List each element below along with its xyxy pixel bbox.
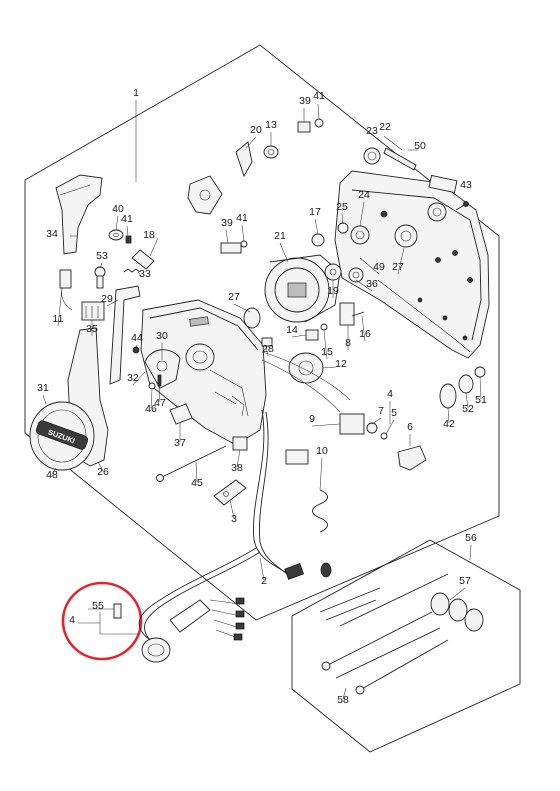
part-label-50: 50 xyxy=(414,140,426,152)
part-label-16: 16 xyxy=(359,328,371,340)
part-label-41a: 41 xyxy=(313,90,325,102)
part-label-12: 12 xyxy=(335,358,347,370)
control-housing xyxy=(140,299,267,446)
part-label-29: 29 xyxy=(101,293,113,305)
part-label-18: 18 xyxy=(143,229,155,241)
main-frame xyxy=(24,44,500,621)
part-label-32: 32 xyxy=(127,372,139,384)
part-label-33: 33 xyxy=(139,268,151,280)
part-label-22: 22 xyxy=(379,121,391,133)
accessory-frame xyxy=(291,539,521,753)
part-label-55: 55 xyxy=(92,600,104,612)
part-label-52: 52 xyxy=(462,403,474,415)
part-label-41c: 41 xyxy=(236,212,248,224)
part-label-9: 9 xyxy=(309,413,315,425)
part-label-19: 19 xyxy=(327,285,339,297)
part-label-15: 15 xyxy=(321,346,333,358)
part-label-13: 13 xyxy=(265,119,277,131)
part-label-35: 35 xyxy=(86,323,98,335)
part-label-31: 31 xyxy=(37,382,49,394)
part-label-8: 8 xyxy=(345,337,351,349)
part-label-27b: 27 xyxy=(228,291,240,303)
part-label-4a: 4 xyxy=(387,388,393,400)
part-label-34: 34 xyxy=(46,228,58,240)
side-cover xyxy=(334,170,490,359)
accessory-parts xyxy=(319,573,484,695)
part-label-39b: 39 xyxy=(221,217,233,229)
part-label-27a: 27 xyxy=(392,261,404,273)
part-label-44: 44 xyxy=(131,332,143,344)
part-label-51: 51 xyxy=(475,394,487,406)
wire-harness xyxy=(113,351,351,663)
part-label-48: 48 xyxy=(46,469,58,481)
part-label-53: 53 xyxy=(96,250,108,262)
part-label-23: 23 xyxy=(366,125,378,137)
part-label-3: 3 xyxy=(231,513,237,525)
part-label-25: 25 xyxy=(336,201,348,213)
part-label-20: 20 xyxy=(250,124,262,136)
part-label-38: 38 xyxy=(231,462,243,474)
part-label-5: 5 xyxy=(391,407,397,419)
part-label-24: 24 xyxy=(358,189,370,201)
part-label-57: 57 xyxy=(459,575,471,587)
cam-gear xyxy=(264,254,364,323)
part-label-39a: 39 xyxy=(299,95,311,107)
part-label-17: 17 xyxy=(309,206,321,218)
part-label-11: 11 xyxy=(53,313,64,325)
part-label-40: 40 xyxy=(112,203,124,215)
part-label-42: 42 xyxy=(443,418,455,430)
part-label-26: 26 xyxy=(97,466,109,478)
part-label-36: 36 xyxy=(366,278,378,290)
small-parts xyxy=(55,118,486,578)
highlight-circle xyxy=(61,581,143,661)
part-label-28: 28 xyxy=(262,343,274,355)
part-label-4b: 4 xyxy=(69,614,75,626)
part-label-2: 2 xyxy=(261,575,267,587)
part-label-49: 49 xyxy=(373,261,385,273)
part-label-21: 21 xyxy=(274,230,286,242)
part-label-41b: 41 xyxy=(121,213,133,225)
lever-arm: SUZUKI xyxy=(29,327,109,471)
part-label-56: 56 xyxy=(465,532,477,544)
part-label-43: 43 xyxy=(460,179,472,191)
part-label-10: 10 xyxy=(316,445,328,457)
part-label-37: 37 xyxy=(174,437,186,449)
part-label-1: 1 xyxy=(133,87,139,99)
part-label-6: 6 xyxy=(407,421,413,433)
part-label-45: 45 xyxy=(191,477,203,489)
part-label-7: 7 xyxy=(378,405,384,417)
part-label-30: 30 xyxy=(156,330,168,342)
part-label-47: 47 xyxy=(154,397,166,409)
leader-lines xyxy=(42,100,482,700)
part-label-46: 46 xyxy=(145,403,157,415)
part-label-58: 58 xyxy=(337,694,349,706)
part-label-14: 14 xyxy=(286,324,298,336)
